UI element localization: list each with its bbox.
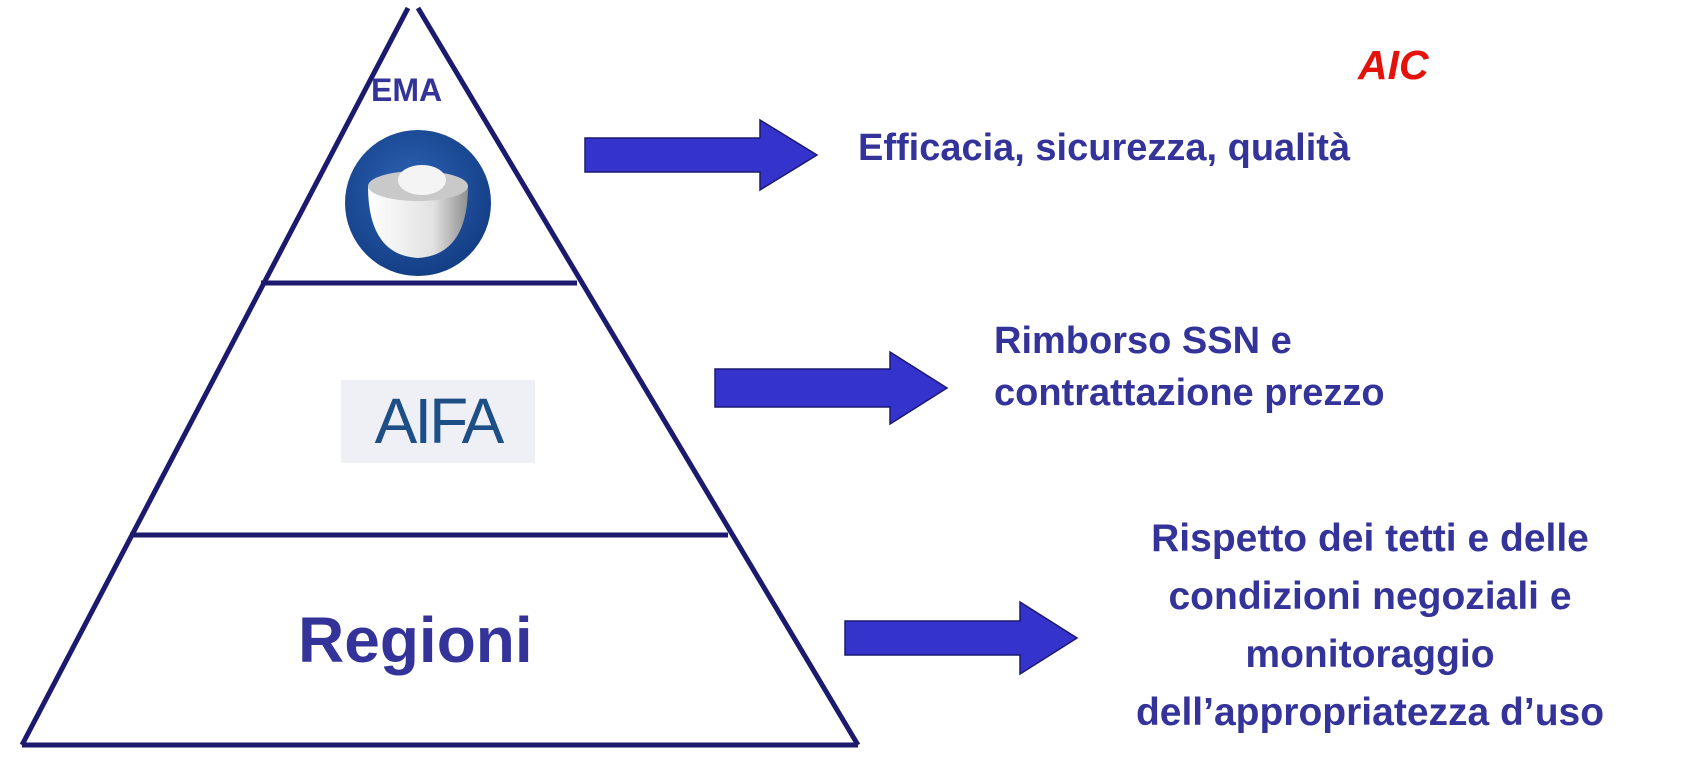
regioni-label: Regioni <box>298 604 533 676</box>
aic-label: AIC <box>1358 42 1429 88</box>
pyramid <box>19 6 861 748</box>
aifa-wordmark: AIFA <box>374 385 505 457</box>
ema-logo-icon <box>345 130 491 276</box>
level3-line: dell’appropriatezza d’uso <box>1135 691 1605 734</box>
arrow-level-2 <box>714 350 949 426</box>
level3-line: Rispetto dei tetti e delle <box>1151 517 1589 560</box>
aifa-logo: AIFA <box>341 380 535 463</box>
level2-line: Rimborso SSN e <box>994 320 1292 362</box>
level2-line: contrattazione prezzo <box>994 372 1385 414</box>
pyramid-left-edge <box>19 6 411 747</box>
pyramid-right-edge <box>415 6 861 747</box>
level3-description: Rispetto dei tetti e delle condizioni ne… <box>1060 510 1680 742</box>
ema-label: EMA <box>371 72 443 108</box>
arrows <box>584 118 1079 676</box>
arrow-level-1 <box>584 118 819 192</box>
level3-line: condizioni negoziali e <box>1168 575 1572 618</box>
level3-line: monitoraggio <box>1245 633 1495 676</box>
arrow-level-3 <box>844 600 1079 676</box>
level1-description: Efficacia, sicurezza, qualità <box>858 127 1351 169</box>
level2-description: Rimborso SSN e contrattazione prezzo <box>994 315 1514 419</box>
